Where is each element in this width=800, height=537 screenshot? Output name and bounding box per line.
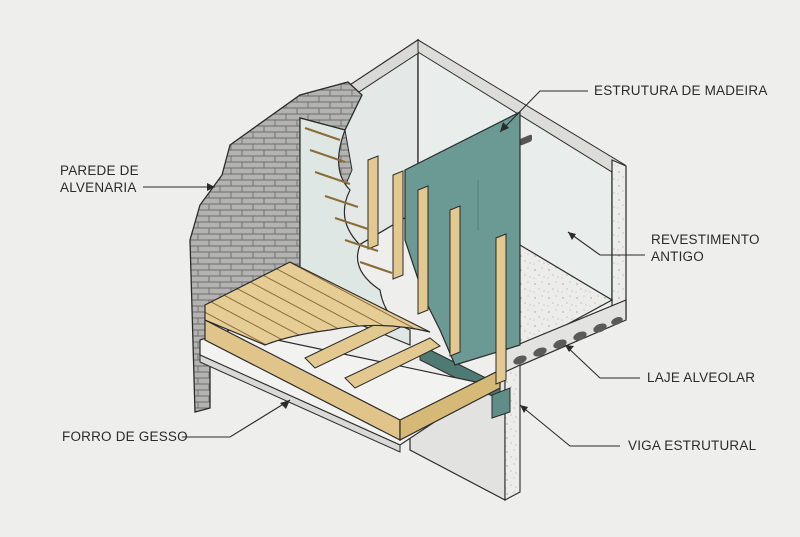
- label-parede-alvenaria-line1: PAREDE DE: [60, 163, 139, 178]
- label-parede-alvenaria: PAREDE DE ALVENARIA: [60, 162, 139, 196]
- label-parede-alvenaria-line2: ALVENARIA: [60, 180, 137, 195]
- slab-hollows: [513, 317, 623, 365]
- label-viga-estrutural: VIGA ESTRUTURAL: [628, 437, 756, 454]
- label-forro-gesso-text: FORRO DE GESSO: [62, 429, 188, 444]
- label-revestimento-antigo: REVESTIMENTO ANTIGO: [651, 231, 760, 265]
- label-revestimento-antigo-line1: REVESTIMENTO: [651, 232, 760, 247]
- floor-boards: [204, 261, 431, 346]
- leader-lines: [143, 90, 645, 447]
- label-viga-estrutural-text: VIGA ESTRUTURAL: [628, 438, 757, 453]
- wood-battens: [304, 126, 393, 275]
- label-estrutura-madeira: ESTRUTURA DE MADEIRA: [594, 82, 768, 99]
- label-forro-gesso: FORRO DE GESSO: [62, 428, 188, 445]
- label-estrutura-madeira-text: ESTRUTURA DE MADEIRA: [594, 83, 768, 98]
- old-cladding-panel: [404, 111, 521, 366]
- label-laje-alveolar-text: LAJE ALVEOLAR: [647, 370, 756, 385]
- label-revestimento-antigo-line2: ANTIGO: [651, 249, 704, 264]
- label-laje-alveolar: LAJE ALVEOLAR: [647, 369, 755, 386]
- right-wall-edge: [611, 159, 627, 320]
- wood-studs: [367, 155, 507, 385]
- leader-arrowheads: [207, 122, 576, 413]
